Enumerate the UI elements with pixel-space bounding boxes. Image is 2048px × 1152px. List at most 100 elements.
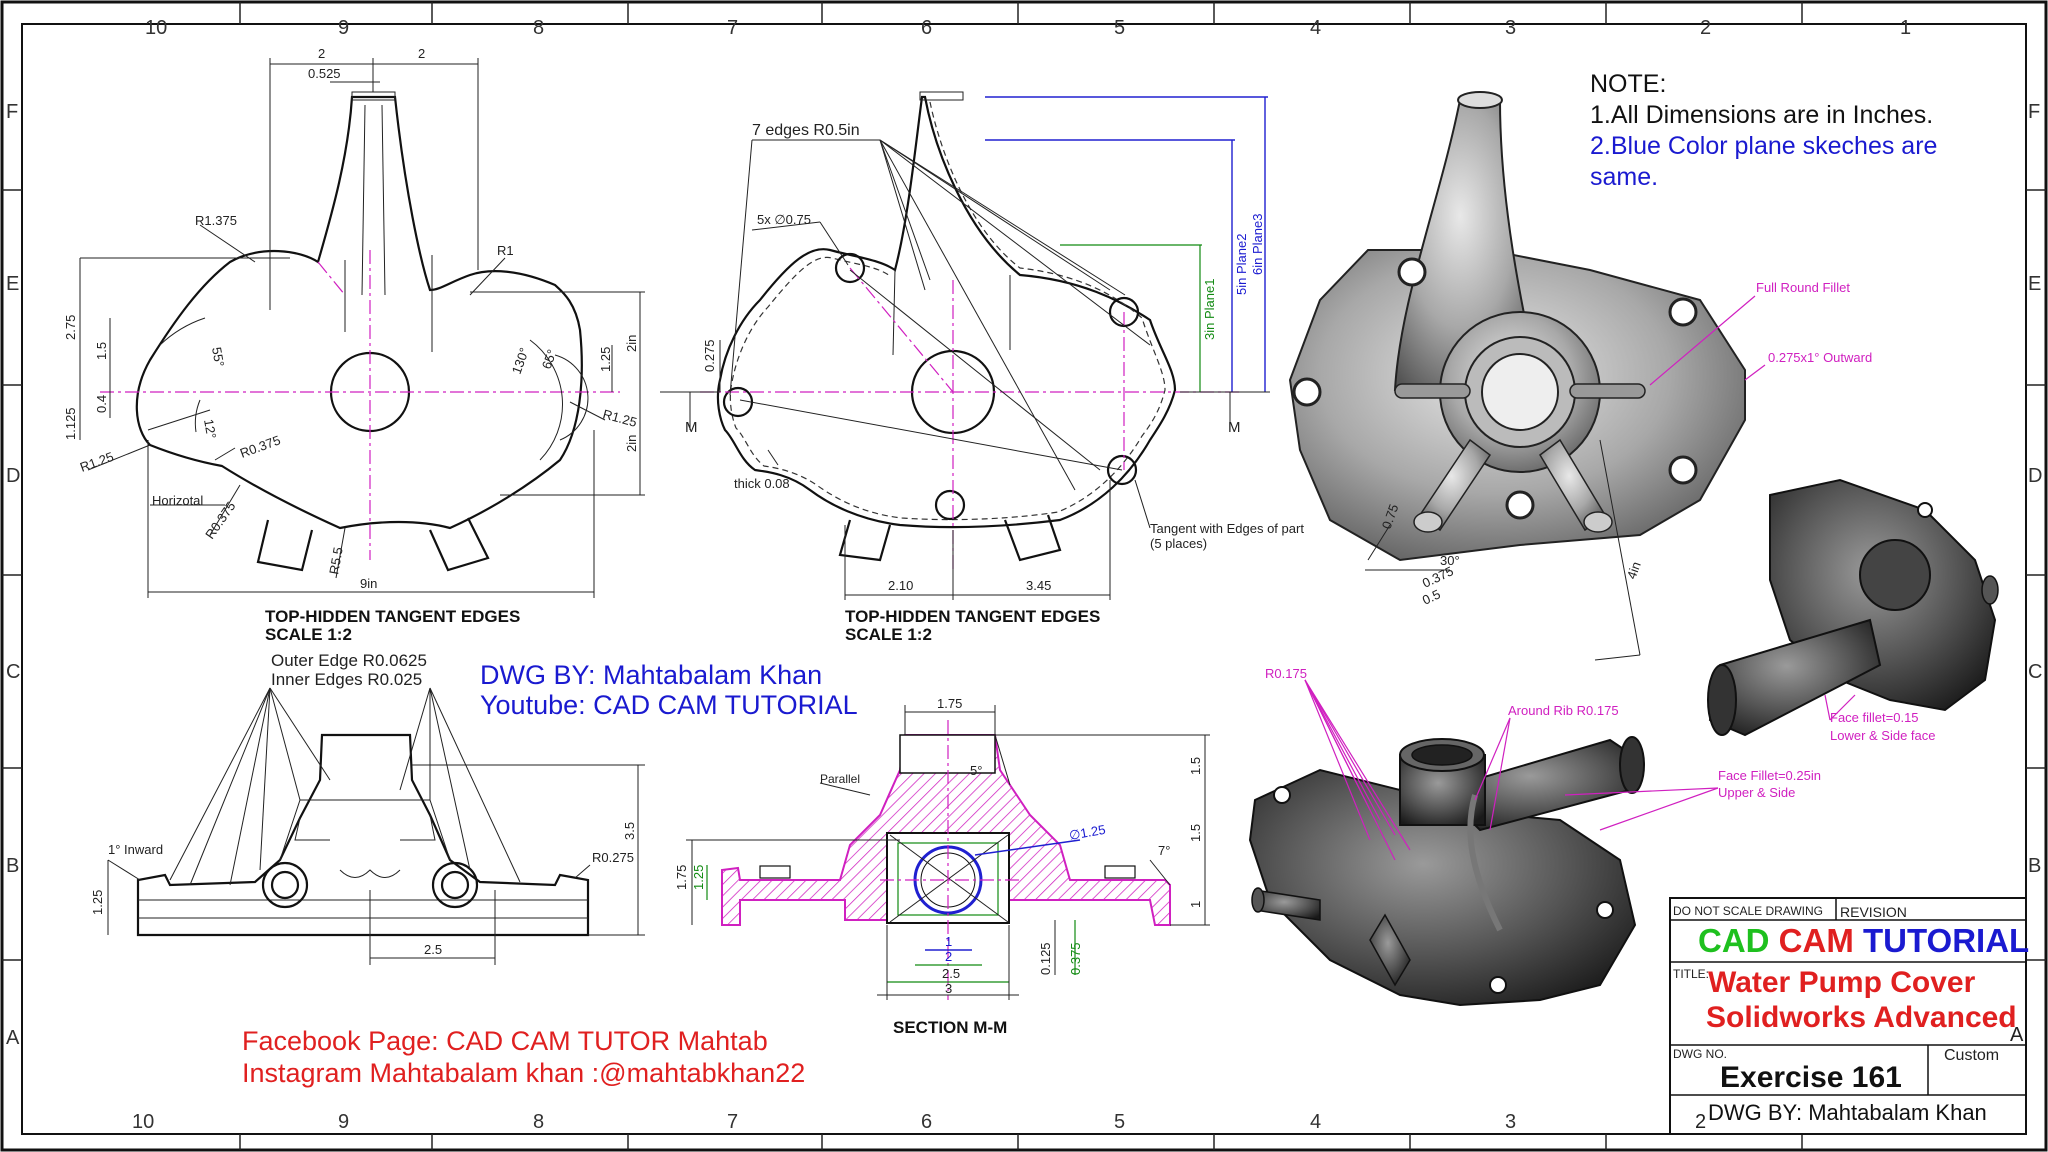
title-label: TITLE: <box>1673 967 1709 981</box>
drawn-by: DWG BY: Mahtabalam Khan <box>1708 1100 1987 1125</box>
zone-col-label: 10 <box>145 17 167 39</box>
parallel-leader <box>819 782 871 796</box>
r-leader <box>1304 679 1371 841</box>
iso-view-back: Face fillet=0.15 Lower & Side face <box>1707 478 1999 743</box>
top-view-left: 2 2 0.525 R1.375 R1 2.75 1.5 0.4 1.125 5… <box>63 46 645 644</box>
dim-text: 2.10 <box>888 578 913 593</box>
dim-text: 3.5 <box>622 822 637 840</box>
note-line-1: 1.All Dimensions are in Inches. <box>1590 101 1933 129</box>
zone-col-label: 7 <box>727 17 738 39</box>
face-fillet-upper: Face Fillet=0.25in <box>1718 768 1821 783</box>
zone-col-label: 3 <box>1505 17 1516 39</box>
view-scale: SCALE 1:2 <box>265 625 352 644</box>
dim-text: 2.75 <box>63 315 78 340</box>
leader <box>259 687 271 871</box>
credits: DWG BY: Mahtabalam Khan Youtube: CAD CAM… <box>242 660 858 1088</box>
note-line-2: 2.Blue Color plane skeches are <box>1590 132 1937 160</box>
dim-text: 5° <box>970 763 982 778</box>
leader <box>189 687 271 886</box>
plane1-label: 3in Plane1 <box>1202 279 1217 340</box>
bore-leader <box>974 839 1081 856</box>
boss-right <box>431 861 479 909</box>
boss-left-bore <box>270 870 300 900</box>
zone-row-label: D <box>2028 465 2042 487</box>
dim-text: 1.5 <box>94 342 109 360</box>
note-heading: NOTE: <box>1590 70 1666 98</box>
leader <box>107 859 141 881</box>
leader <box>229 687 271 886</box>
zone-row-label: B <box>6 855 19 877</box>
dim-text: 2 <box>418 46 425 61</box>
section-view: 1.75 5° 1.5 1.5 ∅1.25 7° 1 1.75 1.25 1 2… <box>674 696 1210 1037</box>
zone-col-label: 10 <box>132 1111 154 1133</box>
view-caption: TOP-HIDDEN TANGENT EDGES <box>265 607 520 626</box>
leader <box>879 139 1151 346</box>
neck-opening <box>1707 664 1737 736</box>
zone-row-label: C <box>2028 661 2042 683</box>
boss-end-left <box>1413 511 1443 533</box>
dim-text: 1.25 <box>691 865 706 890</box>
mount-hole <box>1489 976 1507 994</box>
leader <box>569 401 606 421</box>
instagram-credit: Instagram Mahtabalam khan :@mahtabkhan22 <box>242 1058 805 1088</box>
custom-label: Custom <box>1944 1047 1999 1064</box>
tangent-leader <box>849 269 1101 471</box>
dim-text: 2in <box>624 435 639 452</box>
rib-right <box>1569 383 1646 399</box>
facebook-credit: Facebook Page: CAD CAM TUTOR Mahtab <box>242 1026 768 1056</box>
zone-row-label: B <box>2028 855 2041 877</box>
dim-line <box>1594 654 1641 661</box>
zone-col-label: 6 <box>921 17 932 39</box>
tangent-note-sub: (5 places) <box>1150 536 1207 551</box>
dim-text: 1.5 <box>1188 757 1203 775</box>
dim-text: 0.275 <box>702 339 717 372</box>
rib-note: Around Rib R0.175 <box>1508 703 1619 718</box>
face-fillet-upper-sub: Upper & Side <box>1718 785 1795 800</box>
zone-row-label: E <box>2028 273 2041 295</box>
angle-arc <box>529 339 563 461</box>
boss-left <box>256 519 314 572</box>
rib-leader <box>1489 717 1511 831</box>
center-line-diag <box>849 267 954 393</box>
dim-text: 9in <box>360 576 377 591</box>
neck-line <box>892 269 896 356</box>
top-view-right: 7 edges R0.5in 5x ∅0.75 thick 0.08 Tange… <box>660 91 1304 644</box>
leader <box>819 221 849 266</box>
hole-1 <box>834 252 866 284</box>
iso-view-bottom: R0.175 Around Rib R0.175 Face Fillet=0.2… <box>1248 666 1821 1007</box>
leader <box>751 221 821 231</box>
face-fillet-note: Lower & Side face <box>1830 728 1936 743</box>
sheet-size: A <box>2010 1024 2024 1046</box>
zone-col-label: 6 <box>921 1111 932 1133</box>
dim-text: 3 <box>945 981 952 996</box>
dim-text: 1.75 <box>937 696 962 711</box>
dim-text: 0.525 <box>308 66 341 81</box>
leader <box>879 139 1111 291</box>
dim-text: 1 <box>1188 901 1203 908</box>
zone-column-labels-bottom: 10 9 8 7 6 5 4 3 <box>132 1111 1516 1133</box>
dim-text: 12° <box>201 418 219 440</box>
r-note: R0.175 <box>1265 666 1307 681</box>
section-label: M <box>1228 419 1241 436</box>
angle-arc <box>194 399 201 433</box>
angle-line <box>994 734 1011 786</box>
leader <box>147 409 211 431</box>
plane2-label: 5in Plane2 <box>1234 234 1249 295</box>
zone-col-label: 8 <box>533 17 544 39</box>
neck-top <box>919 91 964 101</box>
dim-text: R5.5 <box>326 546 346 576</box>
dim-text: 2 <box>318 46 325 61</box>
drawing-title-2: Solidworks Advanced <box>1706 1001 2017 1034</box>
dim-text: ∅1.25 <box>1068 822 1107 843</box>
note-line-2b: same. <box>1590 163 1658 191</box>
boss-left <box>261 861 309 909</box>
iso-view-top: Full Round Fillet 0.275x1° Outward 0.75 … <box>1288 91 1872 661</box>
leader <box>335 527 346 579</box>
dim-text: 65° <box>539 347 560 371</box>
fillet-leader <box>1649 295 1756 386</box>
zone-col-label: 7 <box>727 1111 738 1133</box>
neck-inner-left <box>361 104 366 296</box>
hole-5 <box>934 489 966 521</box>
